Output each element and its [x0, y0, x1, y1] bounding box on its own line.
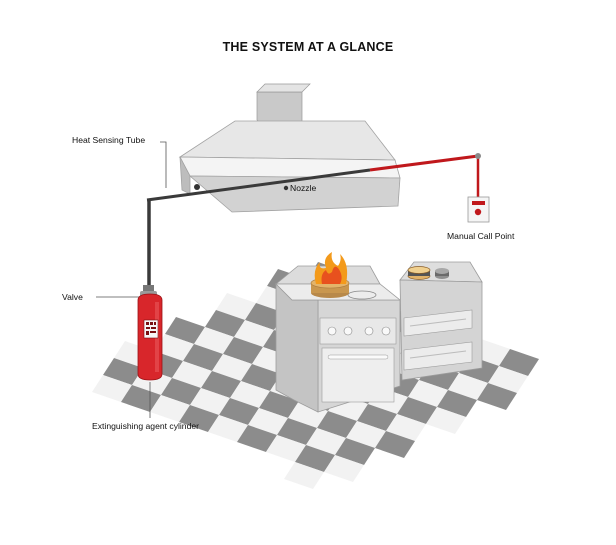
floor-tile — [241, 364, 281, 391]
tube-end-cap — [475, 153, 481, 159]
label-valve: Valve — [62, 292, 83, 302]
floor-tile — [266, 435, 306, 462]
heat-tube-callout-line — [160, 141, 167, 188]
floor-tile — [172, 361, 212, 388]
floor-tile — [259, 391, 299, 418]
floor-tile — [208, 415, 248, 442]
label-nozzle: Nozzle — [290, 183, 317, 193]
label-heat-sensing-tube: Heat Sensing Tube — [72, 135, 146, 145]
floor-tile — [335, 438, 375, 465]
nozzle-marker — [194, 184, 200, 190]
floor-tile — [248, 408, 288, 435]
floor-tile — [317, 411, 357, 438]
floor-tile — [245, 303, 285, 330]
floor-tile — [284, 462, 324, 489]
side-counter-unit — [399, 261, 483, 381]
floor-tile — [375, 431, 415, 458]
floor-tile — [150, 395, 190, 422]
diagram-title: THE SYSTEM AT A GLANCE — [222, 40, 394, 54]
floor-tile — [437, 390, 477, 417]
floor-tile — [223, 337, 263, 364]
floor-tile — [448, 373, 488, 400]
floor-tile — [216, 293, 256, 320]
floor-tile — [165, 317, 205, 344]
floor-tile — [205, 310, 245, 337]
heat-sensing-tube — [146, 153, 481, 288]
floor-tile — [201, 371, 241, 398]
floor-tile — [219, 398, 259, 425]
floor-tile — [324, 455, 364, 482]
floor-tile — [103, 358, 143, 385]
floor-tile — [426, 407, 466, 434]
floor-tile — [230, 381, 270, 408]
nozzle-marker — [283, 185, 289, 191]
floor-tile — [183, 344, 223, 371]
floor-tile — [477, 383, 517, 410]
manual-call-point-box — [467, 196, 490, 223]
extinguishing-cylinder — [137, 285, 163, 381]
floor-tile — [190, 388, 230, 415]
floor-tile — [154, 334, 194, 361]
floor-tile — [161, 378, 201, 405]
label-extinguishing-agent-cylinder: Extinguishing agent cylinder — [92, 421, 200, 431]
floor-tile — [237, 425, 277, 452]
floor-tile — [357, 404, 397, 431]
floor-tile — [499, 349, 539, 376]
floor-tile — [386, 414, 426, 441]
floor-tile — [295, 445, 335, 472]
floor-tile — [397, 397, 437, 424]
floor-tile — [408, 380, 448, 407]
floor-tile — [121, 385, 161, 412]
floor-tile — [277, 418, 317, 445]
floor-tile — [306, 428, 346, 455]
floor-tile — [194, 327, 234, 354]
label-manual-call-point: Manual Call Point — [447, 231, 515, 241]
floor-tile — [234, 320, 274, 347]
floor-tile — [92, 375, 132, 402]
floor-tile — [212, 354, 252, 381]
kitchen-range — [274, 252, 402, 413]
floor-tile — [488, 366, 528, 393]
floor-tile — [179, 405, 219, 432]
floor-tile — [346, 421, 386, 448]
